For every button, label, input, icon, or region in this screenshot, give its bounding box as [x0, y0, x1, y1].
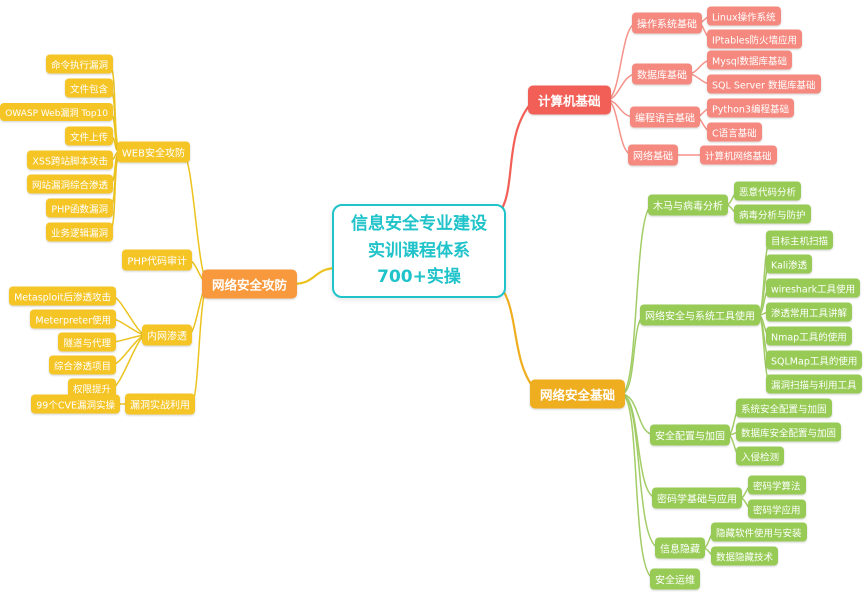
mindmap-leaf[interactable]: 命令执行漏洞 — [45, 54, 113, 74]
topic-intranet-pentest[interactable]: 内网渗透 — [142, 324, 192, 346]
mindmap-leaf[interactable]: Kali渗透 — [766, 254, 813, 274]
connector-group-security — [620, 190, 772, 580]
mindmap-leaf[interactable]: 恶意代码分析 — [734, 181, 802, 201]
mindmap-leaf[interactable]: 综合渗透项目 — [48, 355, 116, 375]
mindmap-leaf[interactable]: 入侵检测 — [736, 446, 785, 466]
connector-group-attack — [108, 63, 210, 405]
topic-net-basics[interactable]: 网络基础 — [628, 144, 678, 166]
mindmap-leaf[interactable]: Python3编程基础 — [707, 98, 794, 118]
mindmap-leaf[interactable]: 密码学应用 — [748, 499, 806, 519]
mindmap-leaf[interactable]: 权限提升 — [67, 378, 116, 398]
mindmap-leaf[interactable]: 业务逻辑漏洞 — [45, 222, 113, 242]
central-topic[interactable]: 信息安全专业建设 实训课程体系 700+实操 — [332, 204, 506, 298]
mindmap-leaf[interactable]: 数据库安全配置与加固 — [736, 422, 842, 442]
topic-hardening[interactable]: 安全配置与加固 — [650, 424, 730, 446]
topic-vuln-exploit[interactable]: 漏洞实战利用 — [125, 393, 195, 415]
topic-php-audit[interactable]: PHP代码审计 — [122, 249, 192, 271]
mindmap-leaf[interactable]: 隐藏软件使用与安装 — [711, 522, 807, 542]
topic-security-tools[interactable]: 网络安全与系统工具使用 — [640, 304, 760, 326]
mindmap-leaf[interactable]: 系统安全配置与加固 — [736, 398, 832, 418]
mindmap-leaf[interactable]: 数据隐藏技术 — [711, 546, 779, 566]
mindmap-leaf[interactable]: SQL Server 数据库基础 — [707, 74, 821, 94]
mindmap-leaf[interactable]: PHP函数漏洞 — [46, 198, 113, 218]
mindmap-leaf[interactable]: 目标主机扫描 — [766, 230, 834, 250]
mindmap-leaf[interactable]: Nmap工具的使用 — [766, 326, 852, 346]
mindmap-leaf[interactable]: 漏洞扫描与利用工具 — [766, 374, 862, 394]
mindmap-leaf[interactable]: C语言基础 — [707, 122, 762, 142]
mindmap-leaf[interactable]: 隧道与代理 — [58, 332, 116, 352]
mindmap-leaf[interactable]: 密码学算法 — [748, 475, 806, 495]
branch-computer-basics[interactable]: 计算机基础 — [528, 85, 611, 115]
mindmap-leaf[interactable]: 病毒分析与防护 — [734, 204, 811, 224]
mindmap-leaf[interactable]: OWASP Web漏洞 Top10 — [0, 103, 113, 121]
mindmap-leaf[interactable]: Metasploit后渗透攻击 — [9, 286, 116, 306]
mindmap-leaf[interactable]: 99个CVE漏洞实操 — [31, 394, 120, 414]
mindmap-leaf[interactable]: Meterpreter使用 — [30, 309, 116, 329]
connector-group-computer — [605, 15, 713, 156]
topic-cryptography[interactable]: 密码学基础与应用 — [652, 487, 742, 509]
mindmap-leaf[interactable]: wireshark工具使用 — [766, 278, 861, 298]
mindmap-leaf[interactable]: 计算机网络基础 — [700, 145, 777, 165]
mindmap-leaf[interactable]: Linux操作系统 — [707, 6, 781, 26]
mindmap-leaf[interactable]: Mysql数据库基础 — [707, 50, 792, 70]
branch-network-security[interactable]: 网络安全基础 — [530, 379, 626, 409]
topic-lang-basics[interactable]: 编程语言基础 — [630, 106, 700, 128]
mindmap-leaf[interactable]: 渗透常用工具讲解 — [766, 302, 853, 322]
mindmap-leaf[interactable]: IPtables防火墙应用 — [707, 29, 803, 49]
topic-db-basics[interactable]: 数据库基础 — [632, 63, 692, 85]
mindmap-leaf[interactable]: 网站漏洞综合渗透 — [26, 174, 113, 194]
topic-os-basics[interactable]: 操作系统基础 — [632, 12, 702, 34]
mindmap-leaf[interactable]: 文件包含 — [64, 78, 113, 98]
topic-web-attack[interactable]: WEB安全攻防 — [116, 141, 190, 163]
mindmap-leaf[interactable]: 文件上传 — [64, 126, 113, 146]
mindmap-leaf[interactable]: XSS跨站脚本攻击 — [27, 150, 113, 170]
topic-info-hiding[interactable]: 信息隐藏 — [655, 537, 705, 559]
branch-network-attack[interactable]: 网络安全攻防 — [201, 269, 297, 299]
topic-sec-ops[interactable]: 安全运维 — [650, 568, 700, 590]
topic-malware-analysis[interactable]: 木马与病毒分析 — [648, 194, 728, 216]
mindmap-leaf[interactable]: SQLMap工具的使用 — [766, 350, 863, 370]
